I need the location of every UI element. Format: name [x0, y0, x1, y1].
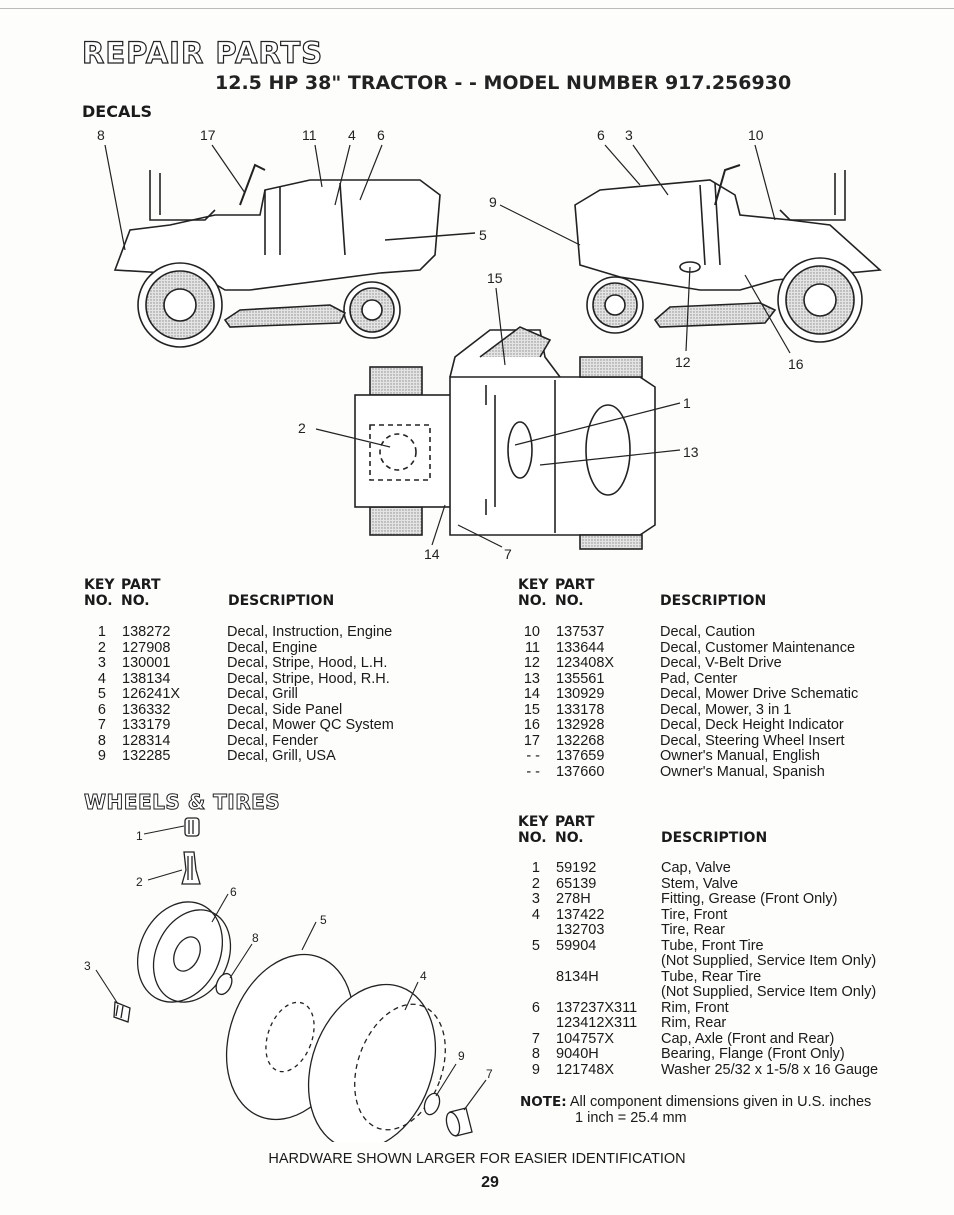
axle-cap-illustration — [445, 1107, 473, 1137]
decals-heading: DECALS — [82, 102, 153, 121]
wheels-callouts: 1 2 6 5 8 3 4 9 7 — [84, 829, 493, 1081]
callout: 7 — [504, 546, 512, 562]
wheels-tires-diagram: 1 2 6 5 8 3 4 9 7 — [84, 817, 493, 1142]
note-line-1: All component dimensions given in U.S. i… — [569, 1094, 872, 1110]
callout: 2 — [136, 875, 143, 889]
callout: 8 — [97, 127, 105, 143]
callout: 1 — [683, 395, 691, 411]
page-title: REPAIR PARTS — [81, 35, 324, 70]
callout: 5 — [320, 913, 327, 927]
note-label: NOTE: — [520, 1094, 567, 1110]
callout: 4 — [420, 969, 427, 983]
table-row: (Not Supplied, Service Item Only) — [661, 984, 877, 1000]
callout: 3 — [625, 127, 633, 143]
mower-deck-illustration — [354, 326, 656, 550]
callout: 1 — [136, 829, 143, 843]
callout: 6 — [230, 885, 237, 899]
valve-cap-illustration — [184, 817, 200, 837]
wheels-table-header: KEY PART NO. NO. DESCRIPTION — [518, 814, 768, 846]
rear-tire-illustration — [307, 983, 446, 1142]
callout: 9 — [489, 194, 497, 210]
grease-fitting-illustration — [113, 1001, 131, 1023]
rim-illustration — [136, 901, 232, 1003]
wheels-tires-heading: WHEELS & TIRES — [83, 790, 281, 815]
callout: 2 — [298, 420, 306, 436]
callout: 5 — [479, 227, 487, 243]
bearing-illustration — [215, 972, 233, 996]
callout: 15 — [487, 270, 503, 286]
callout: 11 — [302, 127, 317, 143]
left-tractor-illustration — [113, 163, 476, 348]
note-line-2: 1 inch = 25.4 mm — [575, 1110, 687, 1126]
callout: 3 — [84, 959, 91, 973]
decals-leader-lines — [104, 144, 791, 548]
valve-stem-illustration — [181, 851, 201, 885]
table-row: (Not Supplied, Service Item Only) — [661, 953, 877, 969]
callout: 16 — [788, 356, 804, 372]
decals-right-header: KEY PART NO. NO. DESCRIPTION — [518, 577, 767, 609]
callout: 17 — [200, 127, 216, 143]
callout: 6 — [597, 127, 605, 143]
decals-left-header: KEY PART NO. NO. DESCRIPTION — [84, 577, 335, 609]
top-rule — [0, 8, 954, 9]
page-number: 29 — [481, 1174, 499, 1191]
callout: 6 — [377, 127, 385, 143]
wheels-leader-lines — [95, 825, 487, 1111]
model-subtitle: 12.5 HP 38" TRACTOR - - MODEL NUMBER 917… — [215, 72, 792, 94]
callout: 10 — [748, 127, 764, 143]
callout: 7 — [486, 1067, 493, 1081]
callout: 14 — [424, 546, 440, 562]
footer-text: HARDWARE SHOWN LARGER FOR EASIER IDENTIF… — [268, 1151, 686, 1167]
decals-diagram: 8 17 11 4 6 6 3 10 9 5 15 12 16 2 1 13 1… — [97, 127, 882, 562]
callout: 4 — [348, 127, 356, 143]
decals-callouts: 8 17 11 4 6 6 3 10 9 5 15 12 16 2 1 13 1… — [97, 127, 804, 562]
right-tractor-illustration — [574, 164, 882, 343]
callout: 13 — [683, 444, 699, 460]
callout: 12 — [675, 354, 691, 370]
callout: 8 — [252, 931, 259, 945]
washer-illustration — [423, 1092, 441, 1116]
callout: 9 — [458, 1049, 465, 1063]
dimensions-note: NOTE: All component dimensions given in … — [520, 1094, 871, 1126]
